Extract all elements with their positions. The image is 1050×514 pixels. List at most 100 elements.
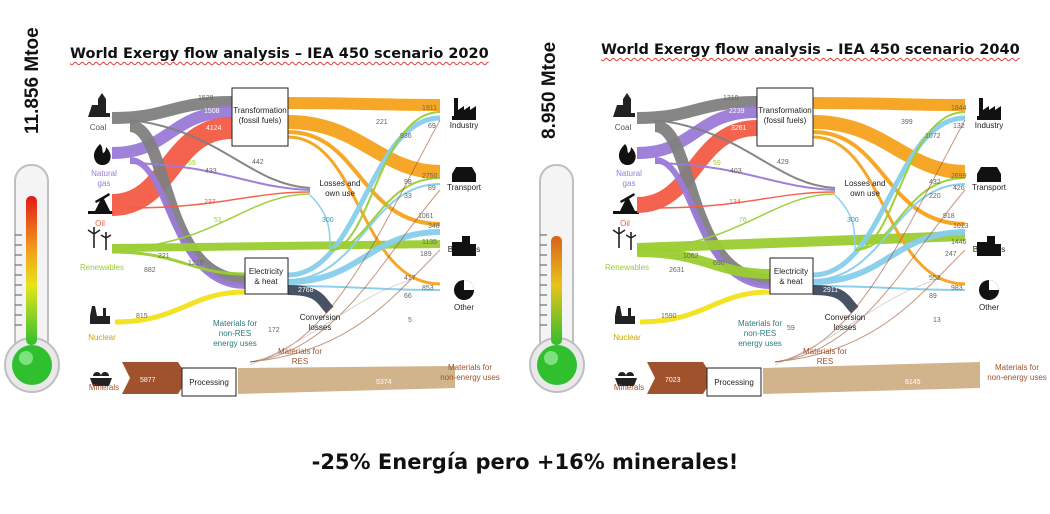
- source-label-5: Minerals: [89, 383, 119, 392]
- value-oil_top: 3261: [731, 125, 747, 132]
- value-o_5: 13: [933, 317, 941, 324]
- value-transport: 2699: [951, 173, 967, 180]
- transformation-label: Transformation: [233, 106, 287, 115]
- value-other: 983: [951, 285, 963, 292]
- value-gas_loss: 433: [205, 168, 217, 175]
- panel-2020: 11.856 Mtoe World Exergy flow analysis –…: [0, 0, 525, 420]
- panel-title: World Exergy flow analysis – IEA 450 sce…: [601, 42, 1020, 58]
- value-ind_936: 1072: [925, 133, 941, 140]
- factory-icon: [977, 98, 1001, 120]
- value-industry: 1911: [422, 105, 437, 112]
- value-industry: 1844: [951, 105, 967, 112]
- value-o_5: 5: [408, 317, 412, 324]
- value-b_348: 348: [428, 223, 440, 230]
- source-label-3: Renewables: [605, 263, 649, 272]
- minerals-arrow: [122, 362, 188, 394]
- value-gas_loss: 403: [730, 168, 742, 175]
- value-coal_loss: 442: [252, 159, 264, 166]
- transformation-to-other-flow: [812, 135, 966, 286]
- value-ren_elec: 2631: [669, 267, 685, 274]
- materials-nonres-label: Materials for: [213, 319, 257, 328]
- coal-to-transformation-flow: [636, 96, 758, 124]
- materials-res-flow-3: [249, 249, 441, 363]
- losses-own-use-label: own use: [850, 189, 880, 198]
- transformation-node: [231, 87, 289, 147]
- value-tr_89: 426: [953, 185, 965, 192]
- buildings-icon: [977, 236, 1001, 256]
- flame-icon: [618, 144, 636, 165]
- value-nonres_val: 59: [787, 325, 795, 332]
- value-coal_top: 1310: [723, 95, 739, 102]
- value-nuclear: 815: [136, 313, 148, 320]
- losses-own-use-label: Losses and: [845, 179, 886, 188]
- value-ind_936: 936: [400, 133, 412, 140]
- value-o_66: 66: [404, 293, 412, 300]
- source-label-2: Oil: [620, 219, 630, 228]
- value-losses_300: 300: [847, 217, 859, 224]
- value-ren_loss: 76: [739, 217, 747, 224]
- materials-nonenergy-label: Materials for: [448, 363, 492, 372]
- car-icon: [452, 167, 476, 182]
- minerals-arrow: [647, 362, 713, 394]
- materials-nonres-label: non-RES: [744, 329, 776, 338]
- minerals-cart-icon: [90, 372, 112, 386]
- gas-loss-flow: [654, 162, 836, 191]
- value-ind_221: 221: [376, 119, 388, 126]
- gas-to-transformation-flow: [111, 106, 233, 159]
- nuclear-plant-icon: [90, 306, 110, 324]
- value-ind_221: 399: [901, 119, 913, 126]
- value-gas_top: 1508: [204, 108, 220, 115]
- gas-to-transformation-flow: [636, 106, 758, 159]
- coal-mine-icon: [613, 93, 635, 117]
- panel-2040: 8.950 Mtoe World Exergy flow analysis – …: [525, 0, 1050, 420]
- sink-label-industry: Industry: [450, 121, 478, 130]
- value-b_417: 417: [404, 275, 416, 282]
- materials-nonres-label: non-RES: [219, 329, 251, 338]
- electricity-to-industry-flow: [812, 115, 966, 278]
- materials-nonres-label: Materials for: [738, 319, 782, 328]
- source-label-4: Nuclear: [88, 333, 116, 342]
- materials-nonenergy-label: Materials for: [995, 363, 1039, 372]
- thermometer-mercury: [551, 236, 562, 345]
- value-ren_elec: 882: [144, 267, 156, 274]
- materials-res-label: Materials for: [278, 347, 322, 356]
- value-buildings: 1135: [422, 239, 437, 246]
- thermometer-mercury: [26, 196, 37, 345]
- source-label-5: Minerals: [614, 383, 644, 392]
- value-tr_98: 98: [404, 179, 412, 186]
- electricity-to-buildings-flow: [287, 229, 441, 285]
- materials-nonenergy-label: non-energy uses: [440, 373, 500, 382]
- materials-res-flow-2: [774, 189, 966, 363]
- pie-chart-slice: [464, 280, 474, 290]
- electricity-heat-label: & heat: [779, 277, 803, 286]
- electricity-heat-label: Electricity: [249, 267, 283, 276]
- electricity-heat-label: & heat: [254, 277, 278, 286]
- value-minerals: 7023: [665, 377, 681, 384]
- transformation-to-industry-flow: [287, 97, 441, 111]
- value-coal_elec: 1228: [188, 260, 204, 267]
- comparison-caption: -25% Energía pero +16% minerales!: [311, 450, 739, 474]
- value-tr_89: 89: [428, 185, 436, 192]
- conversion-loss-flow: [287, 285, 334, 314]
- factory-icon: [452, 98, 476, 120]
- electricity-heat-node: [769, 257, 814, 295]
- value-b_417: 552: [929, 275, 941, 282]
- value-ind_69: 69: [428, 123, 436, 130]
- processing-label: Processing: [714, 378, 754, 387]
- value-b_348: 1013: [953, 223, 969, 230]
- conversion-losses-label: losses: [309, 323, 332, 332]
- transformation-label: (fossil fuels): [764, 116, 807, 125]
- gas-to-electricity-flow: [129, 157, 246, 289]
- panel-title: World Exergy flow analysis – IEA 450 sce…: [70, 46, 489, 62]
- materials-res-label: RES: [817, 357, 833, 366]
- pie-chart-slice: [989, 280, 999, 290]
- losses-own-use-label: own use: [325, 189, 355, 198]
- value-coal_loss: 429: [777, 159, 789, 166]
- thermometer-bulb-highlight: [19, 351, 33, 365]
- value-tr_33: 33: [404, 193, 412, 200]
- source-label-3: Renewables: [80, 263, 124, 272]
- renewables-to-electricity-flow: [111, 250, 246, 276]
- value-gas_small: 69: [188, 160, 196, 167]
- transformation-label: Transformation: [758, 106, 812, 115]
- source-label-2: Oil: [95, 219, 105, 228]
